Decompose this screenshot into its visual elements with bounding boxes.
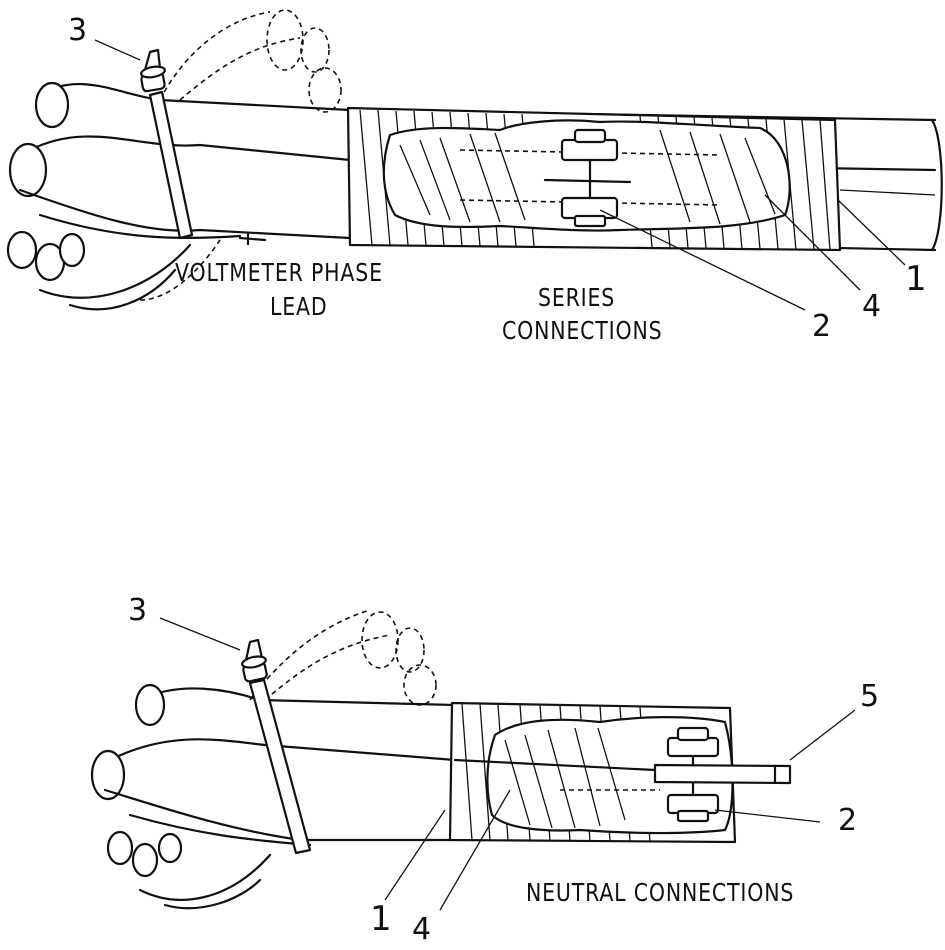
- bottom-splice-sleeve: [448, 701, 792, 844]
- bottom-cable-bundle: [90, 609, 457, 910]
- top-bolt-connector: [543, 128, 632, 228]
- top-splice-sleeve: [346, 106, 842, 252]
- top-cable-bundle: [6, 9, 352, 311]
- top-label-voltmeter-phase: VOLTMETER PHASE: [175, 258, 383, 287]
- bottom-callout-leaders: [159, 617, 856, 911]
- top-label-connections: CONNECTIONS: [502, 316, 663, 345]
- top-label-lead: LEAD: [270, 292, 328, 321]
- bottom-callout-1: 1: [370, 899, 393, 939]
- bottom-label-neutral-connections: NEUTRAL CONNECTIONS: [526, 878, 795, 907]
- top-callout-4: 4: [862, 289, 883, 324]
- top-callout-2: 2: [812, 309, 833, 344]
- bottom-splice-figure: [90, 609, 856, 911]
- bottom-callout-3: 3: [128, 593, 149, 628]
- top-voltmeter-lead: [140, 48, 194, 240]
- top-splice-figure: [6, 9, 943, 311]
- bottom-callout-2: 2: [838, 803, 859, 838]
- top-label-series: SERIES: [538, 283, 616, 312]
- bottom-callout-5: 5: [860, 679, 881, 714]
- top-callout-3: 3: [68, 13, 89, 48]
- bottom-voltmeter-lead: [241, 638, 312, 855]
- top-callout-leaders: [94, 39, 906, 311]
- bottom-callout-4: 4: [412, 912, 433, 947]
- top-callout-1: 1: [905, 259, 928, 299]
- bottom-bolt-connector: [666, 726, 720, 823]
